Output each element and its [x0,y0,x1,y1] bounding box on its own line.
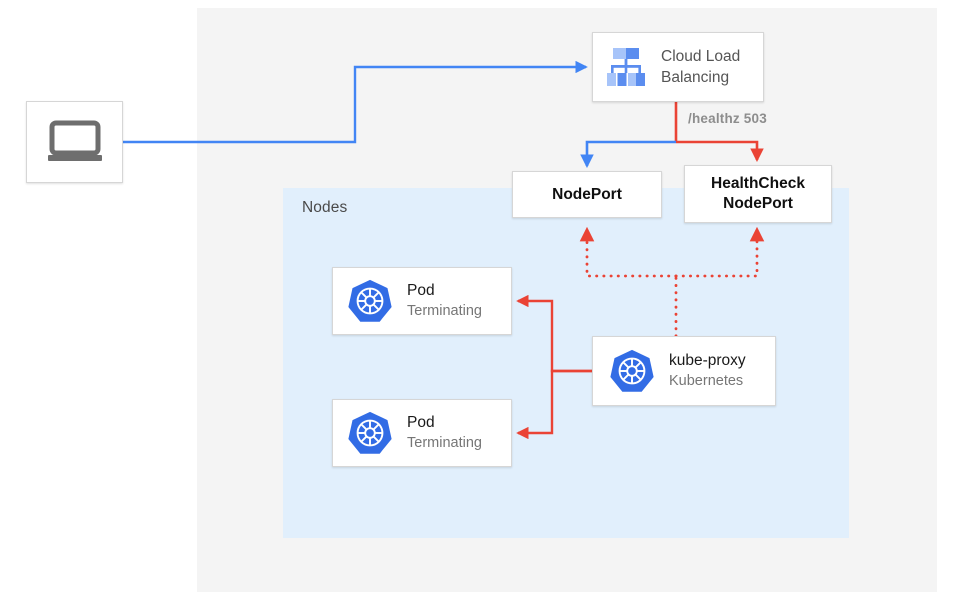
kube-proxy-subtitle: Kubernetes [669,373,744,389]
pod-status: Terminating [407,435,482,451]
client-laptop-box[interactable] [26,101,123,183]
healthcheck-nodeport-box[interactable]: HealthCheck NodePort [684,165,832,223]
cloud-load-balancing-icon [603,46,649,88]
pod-terminating-1-box[interactable]: Pod Terminating [332,267,512,335]
healthcheck-nodeport-label: HealthCheck NodePort [711,175,805,212]
kube-proxy-box[interactable]: kube-proxy Kubernetes [592,336,776,406]
pod-title: Pod [407,282,435,299]
kube-proxy-title: kube-proxy [669,352,746,369]
nodes-region-label: Nodes [302,199,348,216]
healthz-edge-label: /healthz 503 [688,111,767,126]
laptop-icon [46,120,104,164]
pod-title: Pod [407,414,435,431]
nodeport-box[interactable]: NodePort [512,171,662,218]
cloud-load-balancing-label: Cloud Load Balancing [661,48,741,86]
kubernetes-icon [347,278,393,324]
nodeport-label: NodePort [552,185,622,203]
pod-terminating-2-box[interactable]: Pod Terminating [332,399,512,467]
kubernetes-icon [609,348,655,394]
pod-status: Terminating [407,303,482,319]
kubernetes-icon [347,410,393,456]
cloud-load-balancing-box[interactable]: Cloud Load Balancing [592,32,764,102]
